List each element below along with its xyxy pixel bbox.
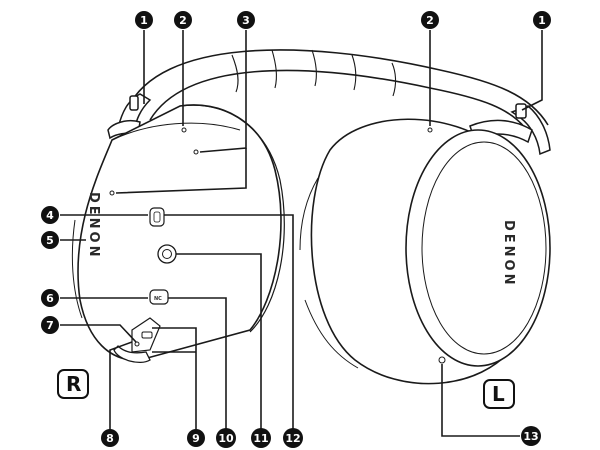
leader-lines <box>60 30 543 437</box>
svg-text:7: 7 <box>46 319 54 332</box>
svg-text:11: 11 <box>253 432 268 445</box>
callout-7: 7 <box>41 316 59 334</box>
callout-3: 3 <box>237 11 255 29</box>
callout-6: 6 <box>41 289 59 307</box>
left-bottom-port <box>438 356 446 364</box>
left-earcup: DENON <box>299 118 551 385</box>
right-mic-hole-top <box>181 127 187 133</box>
svg-text:10: 10 <box>218 432 234 445</box>
left-side-letter: L <box>492 382 505 406</box>
svg-text:8: 8 <box>106 432 114 445</box>
usb-port <box>141 331 153 339</box>
right-earcup: DENON NC <box>71 104 285 364</box>
svg-text:1: 1 <box>140 14 148 27</box>
nc-button-label: NC <box>154 296 162 302</box>
right-side-marker: R <box>57 369 89 399</box>
svg-text:5: 5 <box>46 234 54 247</box>
callout-4: 4 <box>41 206 59 224</box>
svg-text:1: 1 <box>538 14 546 27</box>
right-housing <box>77 104 282 361</box>
callout-12: 12 <box>283 428 303 448</box>
headband-inner <box>149 69 529 133</box>
svg-text:12: 12 <box>285 432 300 445</box>
nc-button <box>149 289 169 305</box>
callout-8: 8 <box>101 429 119 447</box>
left-top-mic-hole <box>427 127 433 133</box>
status-led <box>134 341 140 347</box>
callout-13: 13 <box>521 426 541 446</box>
callout-2: 2 <box>421 11 439 29</box>
callout-11: 11 <box>251 428 271 448</box>
callout-9: 9 <box>187 429 205 447</box>
svg-text:2: 2 <box>426 14 434 27</box>
right-cup-brand: DENON <box>86 192 101 259</box>
headband <box>127 49 549 133</box>
svg-text:9: 9 <box>192 432 200 445</box>
svg-text:13: 13 <box>523 430 538 443</box>
svg-text:6: 6 <box>46 292 54 305</box>
left-side-marker: L <box>483 379 515 409</box>
right-mic-hole-side <box>109 190 115 196</box>
callout-5: 5 <box>41 231 59 249</box>
right-mic-hole-mid <box>193 149 199 155</box>
callout-10: 10 <box>216 428 236 448</box>
callout-1: 1 <box>135 11 153 29</box>
svg-text:4: 4 <box>46 209 54 222</box>
left-housing <box>405 129 551 367</box>
left-cup-brand: DENON <box>501 220 516 287</box>
right-cup-foot <box>113 345 151 364</box>
right-slider-arm <box>107 93 152 140</box>
svg-text:2: 2 <box>179 14 187 27</box>
right-side-letter: R <box>66 372 81 396</box>
headband-outer <box>127 49 549 126</box>
svg-text:3: 3 <box>242 14 250 27</box>
callout-2: 2 <box>174 11 192 29</box>
callout-1: 1 <box>533 11 551 29</box>
